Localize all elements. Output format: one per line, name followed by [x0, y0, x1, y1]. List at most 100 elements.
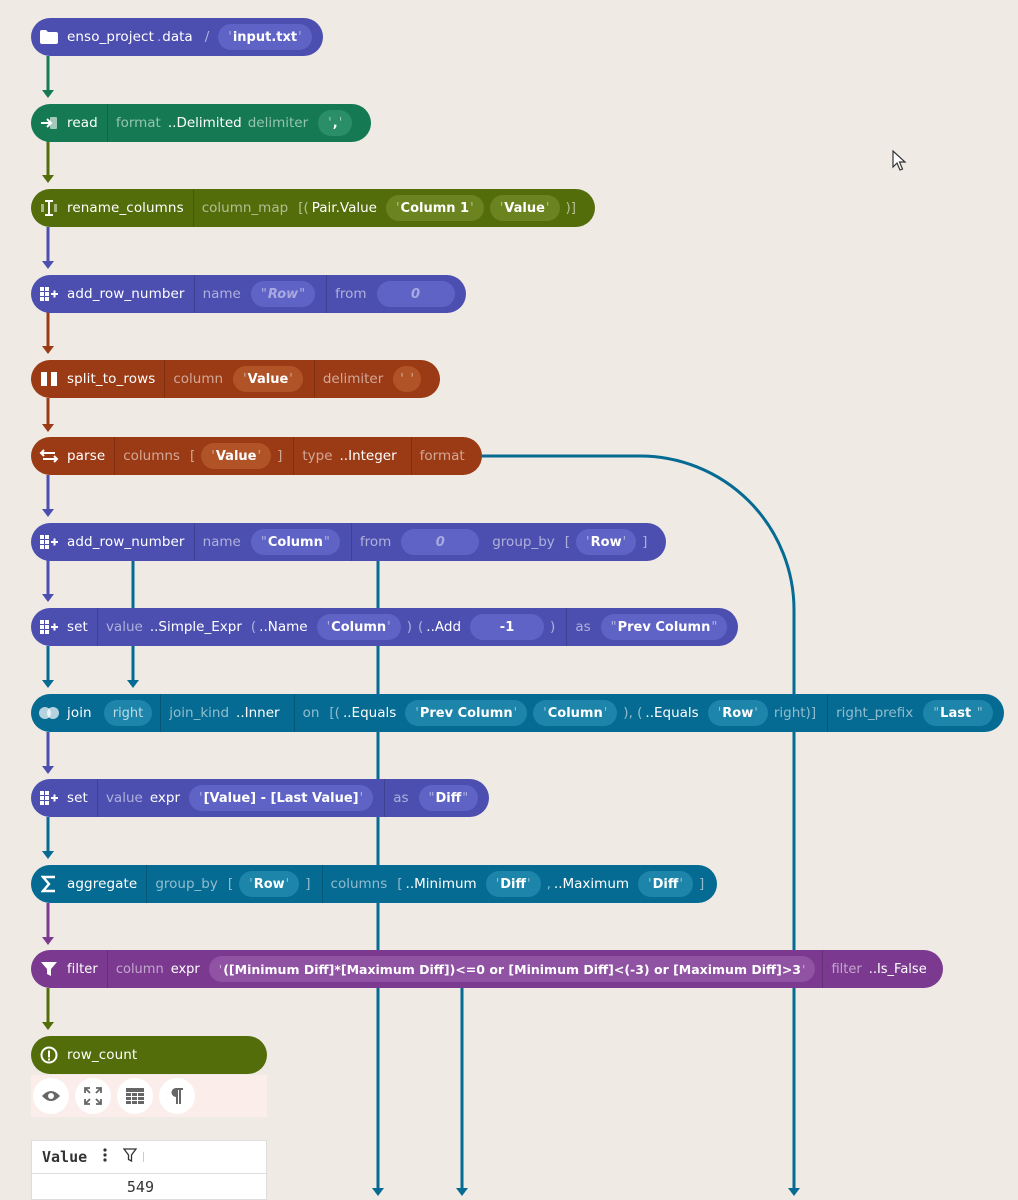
pilcrow-icon[interactable]: [159, 1078, 195, 1114]
table-cell: 549: [126, 1178, 154, 1196]
arg-label: name: [202, 534, 241, 550]
arg-right[interactable]: right: [103, 700, 153, 726]
arg-group-by[interactable]: 'Row': [576, 529, 637, 555]
pill-text: Diff: [435, 790, 462, 806]
arg-value[interactable]: ..Inner: [236, 705, 280, 721]
arg-column[interactable]: 'Value': [233, 366, 303, 392]
arg-label: filter: [831, 961, 862, 977]
arg-column[interactable]: 'Column': [533, 700, 618, 726]
arg-group-by[interactable]: 'Row': [239, 871, 300, 897]
arg-diff-max[interactable]: 'Diff': [638, 871, 693, 897]
column-menu-icon[interactable]: [103, 1148, 107, 1166]
pill-text: Row: [590, 534, 622, 550]
bracket: [(: [329, 705, 340, 721]
node-function: set: [67, 619, 88, 635]
add-row-icon: [31, 534, 67, 550]
arg-value[interactable]: expr: [149, 790, 180, 806]
arg-delimiter[interactable]: ',': [318, 110, 353, 136]
bracket: right)]: [773, 705, 817, 721]
arg-value[interactable]: Pair.Value: [311, 200, 377, 216]
join-icon: [31, 706, 67, 720]
bracket: ): [550, 619, 556, 635]
info-icon: [31, 1046, 67, 1064]
arg-delimiter[interactable]: ' ': [393, 366, 421, 392]
arg-file[interactable]: 'input.txt': [218, 24, 312, 50]
column-separator: [143, 1148, 145, 1166]
node-rename-columns[interactable]: rename_columns column_map[(Pair.Value'Co…: [31, 189, 596, 227]
node-enso-project-data[interactable]: enso_project . data / 'input.txt': [31, 18, 323, 56]
arg-label: column: [115, 961, 164, 977]
arg-value[interactable]: ..Equals: [645, 705, 699, 721]
arg-label: format: [419, 448, 465, 464]
arg-name[interactable]: "Column": [250, 529, 340, 555]
arg-as[interactable]: "Diff": [418, 785, 479, 811]
arg-label: from: [335, 286, 367, 302]
read-icon: [31, 116, 67, 130]
pill-text: Column: [547, 705, 603, 721]
bracket: (: [250, 619, 257, 635]
arg-name[interactable]: "Row": [250, 281, 316, 307]
bracket: ]: [305, 876, 311, 892]
arg-value[interactable]: ..Is_False: [868, 961, 927, 977]
node-set[interactable]: set value..Simple_Expr(..Name'Column')(.…: [31, 608, 739, 646]
node-filter[interactable]: filter column expr '([Minimum Diff]*[Maxim…: [31, 950, 943, 988]
arg-value[interactable]: ..Integer: [339, 448, 397, 464]
arg-value[interactable]: ..Name: [259, 619, 308, 635]
node-function: parse: [67, 448, 106, 464]
pill-text: ([Minimum Diff]*[Maximum Diff])<=0 or [M…: [223, 961, 801, 977]
arg-column[interactable]: 'Column': [316, 614, 401, 640]
pill-text: Column 1: [400, 200, 470, 216]
arg-number[interactable]: -1: [470, 614, 545, 640]
pill-text: Column: [267, 534, 323, 550]
arg-label: group_by: [492, 534, 555, 550]
fullscreen-icon[interactable]: [75, 1078, 111, 1114]
arg-label: group_by: [155, 876, 218, 892]
column-filter-icon[interactable]: [122, 1148, 138, 1166]
arg-row[interactable]: 'Row': [707, 700, 768, 726]
arg-expr[interactable]: '[Value] - [Last Value]': [189, 785, 374, 811]
arg-label: join_kind: [169, 705, 230, 721]
arg-value[interactable]: ..Equals: [342, 705, 397, 721]
node-join[interactable]: join right join_kind..Inner on[(..Equals…: [31, 694, 1004, 732]
node-aggregate[interactable]: aggregate group_by['Row'] columns[..Mini…: [31, 865, 718, 903]
arg-from[interactable]: 0: [376, 281, 455, 307]
eye-icon[interactable]: [33, 1078, 69, 1114]
arg-from[interactable]: 0: [401, 529, 480, 555]
arg-right-prefix[interactable]: "Last ": [923, 700, 993, 726]
pill-text: Value: [504, 200, 545, 216]
arg-label: columns: [330, 876, 388, 892]
node-split-to-rows[interactable]: split_to_rows column'Value' delimiter' ': [31, 360, 440, 398]
dot: .: [156, 29, 162, 45]
arg-value[interactable]: ..Minimum: [405, 876, 477, 892]
arg-column-1[interactable]: 'Column 1': [385, 195, 484, 221]
node-function: set: [67, 790, 88, 806]
table-icon[interactable]: [117, 1078, 153, 1114]
column-header-value[interactable]: Value: [42, 1148, 88, 1166]
node-row-count[interactable]: row_count: [31, 1036, 267, 1074]
arg-prev-column[interactable]: 'Prev Column': [405, 700, 528, 726]
arg-as[interactable]: "Prev Column": [600, 614, 728, 640]
arg-value[interactable]: ..Add: [426, 619, 462, 635]
arg-label: delimiter: [322, 371, 384, 387]
arg-value[interactable]: 'Value': [489, 195, 560, 221]
bracket: ]: [698, 876, 705, 892]
pill-text: Value: [247, 371, 289, 387]
arg-columns[interactable]: 'Value': [201, 443, 272, 469]
result-table: Value 549: [31, 1140, 267, 1200]
pill-text: Row: [722, 705, 754, 721]
node-function: aggregate: [67, 876, 138, 892]
arg-expr[interactable]: '([Minimum Diff]*[Maximum Diff])<=0 or […: [208, 956, 816, 982]
delimiter-value: ,: [332, 115, 338, 131]
arg-label: type: [302, 448, 333, 464]
arg-value[interactable]: ..Delimited: [167, 115, 242, 131]
add-row-icon: [31, 790, 67, 806]
arg-diff-min[interactable]: 'Diff': [485, 871, 541, 897]
arg-value[interactable]: expr: [170, 961, 200, 977]
node-parse[interactable]: parse columns['Value'] type..Integer for…: [31, 437, 482, 475]
arg-value[interactable]: ..Simple_Expr: [149, 619, 242, 635]
arg-value[interactable]: ..Maximum: [553, 876, 630, 892]
